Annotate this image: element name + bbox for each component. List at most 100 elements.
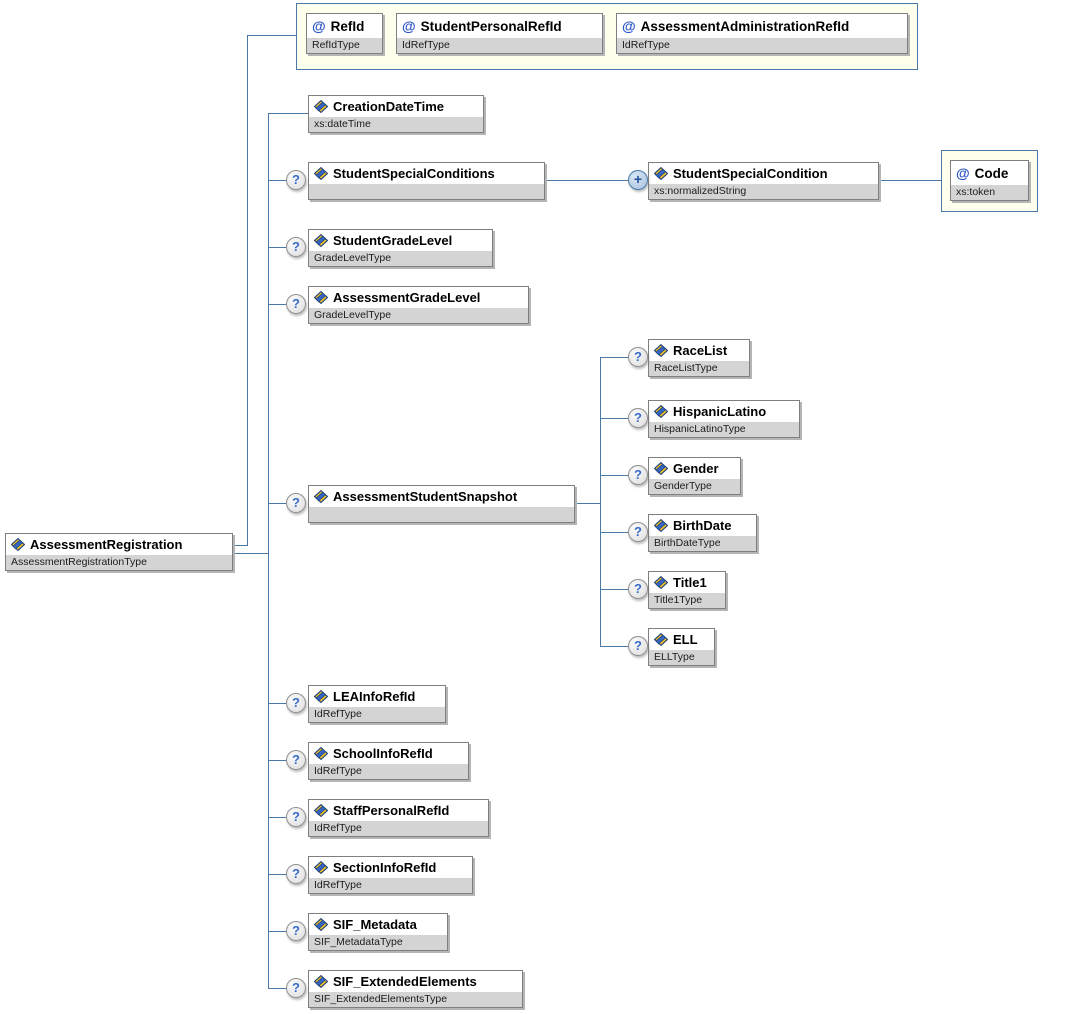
element-icon (314, 490, 328, 503)
element-icon (314, 291, 328, 304)
optional-icon: ? (628, 636, 648, 656)
node-assessment-student-snapshot[interactable]: AssessmentStudentSnapshot (308, 485, 575, 523)
optional-icon: ? (628, 408, 648, 428)
connector-line (268, 931, 287, 932)
attr-code[interactable]: @ Code xs:token (950, 160, 1029, 201)
node-name: LEAInfoRefId (333, 689, 416, 704)
optional-icon: ? (286, 493, 306, 513)
node-type: xs:normalizedString (649, 184, 878, 199)
node-type: AssessmentRegistrationType (6, 555, 232, 570)
connector-line (268, 988, 287, 989)
node-ell[interactable]: ELL ELLType (648, 628, 715, 666)
node-type (309, 507, 574, 522)
element-icon (654, 344, 668, 357)
node-name: SIF_ExtendedElements (333, 974, 477, 989)
element-icon (314, 234, 328, 247)
node-name: SchoolInfoRefId (333, 746, 433, 761)
connector-line (600, 418, 628, 419)
node-type: xs:token (951, 185, 1028, 200)
node-type: BirthDateType (649, 536, 756, 551)
optional-icon: ? (286, 750, 306, 770)
node-name: StudentGradeLevel (333, 233, 453, 248)
connector-line (600, 357, 601, 647)
node-name: ELL (673, 632, 698, 647)
node-hispanic-latino[interactable]: HispanicLatino HispanicLatinoType (648, 400, 800, 438)
element-icon (654, 576, 668, 589)
repeat-icon: + (628, 170, 648, 190)
node-type: Title1Type (649, 593, 725, 608)
node-assessment-registration[interactable]: AssessmentRegistration AssessmentRegistr… (5, 533, 233, 571)
optional-icon: ? (628, 347, 648, 367)
node-type: xs:dateTime (309, 117, 483, 132)
element-icon (654, 633, 668, 646)
element-icon (11, 538, 25, 551)
node-name: StudentSpecialConditions (333, 166, 495, 181)
node-name: StudentPersonalRefId (420, 18, 562, 34)
node-name: RaceList (673, 343, 728, 358)
optional-icon: ? (286, 978, 306, 998)
optional-icon: ? (286, 237, 306, 257)
node-type: IdRefType (309, 821, 488, 836)
connector-line (268, 760, 287, 761)
node-student-special-conditions[interactable]: StudentSpecialConditions (308, 162, 545, 200)
connector-line (268, 817, 287, 818)
node-type: ELLType (649, 650, 714, 665)
node-name: RefId (330, 18, 365, 34)
node-staff-personal-refid[interactable]: StaffPersonalRefId IdRefType (308, 799, 489, 837)
attr-student-personal-refid[interactable]: @ StudentPersonalRefId IdRefType (396, 13, 603, 54)
attr-refid[interactable]: @ RefId RefIdType (306, 13, 383, 54)
node-student-special-condition[interactable]: StudentSpecialCondition xs:normalizedStr… (648, 162, 879, 200)
connector-line (600, 532, 628, 533)
node-type: SIF_ExtendedElementsType (309, 992, 522, 1007)
connector-line (268, 703, 287, 704)
connector-line (600, 589, 628, 590)
node-name: HispanicLatino (673, 404, 767, 419)
optional-icon: ? (628, 522, 648, 542)
connector-line (231, 545, 247, 546)
node-student-grade-level[interactable]: StudentGradeLevel GradeLevelType (308, 229, 493, 267)
element-icon (314, 975, 328, 988)
node-title1[interactable]: Title1 Title1Type (648, 571, 726, 609)
node-race-list[interactable]: RaceList RaceListType (648, 339, 750, 377)
optional-icon: ? (286, 807, 306, 827)
node-sif-metadata[interactable]: SIF_Metadata SIF_MetadataType (308, 913, 448, 951)
element-icon (314, 690, 328, 703)
node-section-info-refid[interactable]: SectionInfoRefId IdRefType (308, 856, 473, 894)
element-icon (314, 918, 328, 931)
node-name: Title1 (673, 575, 707, 590)
connector-line (268, 874, 287, 875)
node-birth-date[interactable]: BirthDate BirthDateType (648, 514, 757, 552)
node-type (309, 184, 544, 199)
node-type: GradeLevelType (309, 308, 528, 323)
node-name: StaffPersonalRefId (333, 803, 450, 818)
node-type: IdRefType (309, 707, 445, 722)
node-name: Code (974, 165, 1009, 181)
optional-icon: ? (286, 864, 306, 884)
connector-line (268, 113, 269, 989)
node-name: AssessmentAdministrationRefId (640, 18, 850, 34)
optional-icon: ? (628, 465, 648, 485)
optional-icon: ? (286, 921, 306, 941)
node-school-info-refid[interactable]: SchoolInfoRefId IdRefType (308, 742, 469, 780)
node-gender[interactable]: Gender GenderType (648, 457, 741, 495)
connector-line (573, 503, 600, 504)
attribute-icon: @ (312, 18, 326, 34)
node-type: SIF_MetadataType (309, 935, 447, 950)
element-icon (314, 747, 328, 760)
connector-line (231, 553, 268, 554)
node-assessment-grade-level[interactable]: AssessmentGradeLevel GradeLevelType (308, 286, 529, 324)
node-lea-info-refid[interactable]: LEAInfoRefId IdRefType (308, 685, 446, 723)
node-sif-extended-elements[interactable]: SIF_ExtendedElements SIF_ExtendedElement… (308, 970, 523, 1008)
node-type: RefIdType (307, 38, 382, 53)
connector-line (877, 180, 941, 181)
node-name: CreationDateTime (333, 99, 445, 114)
node-name: Gender (673, 461, 719, 476)
connector-line (600, 357, 628, 358)
node-creation-date-time[interactable]: CreationDateTime xs:dateTime (308, 95, 484, 133)
node-name: AssessmentStudentSnapshot (333, 489, 518, 504)
node-type: GenderType (649, 479, 740, 494)
attr-assessment-administration-refid[interactable]: @ AssessmentAdministrationRefId IdRefTyp… (616, 13, 908, 54)
connector-line (268, 113, 308, 114)
attribute-icon: @ (402, 18, 416, 34)
